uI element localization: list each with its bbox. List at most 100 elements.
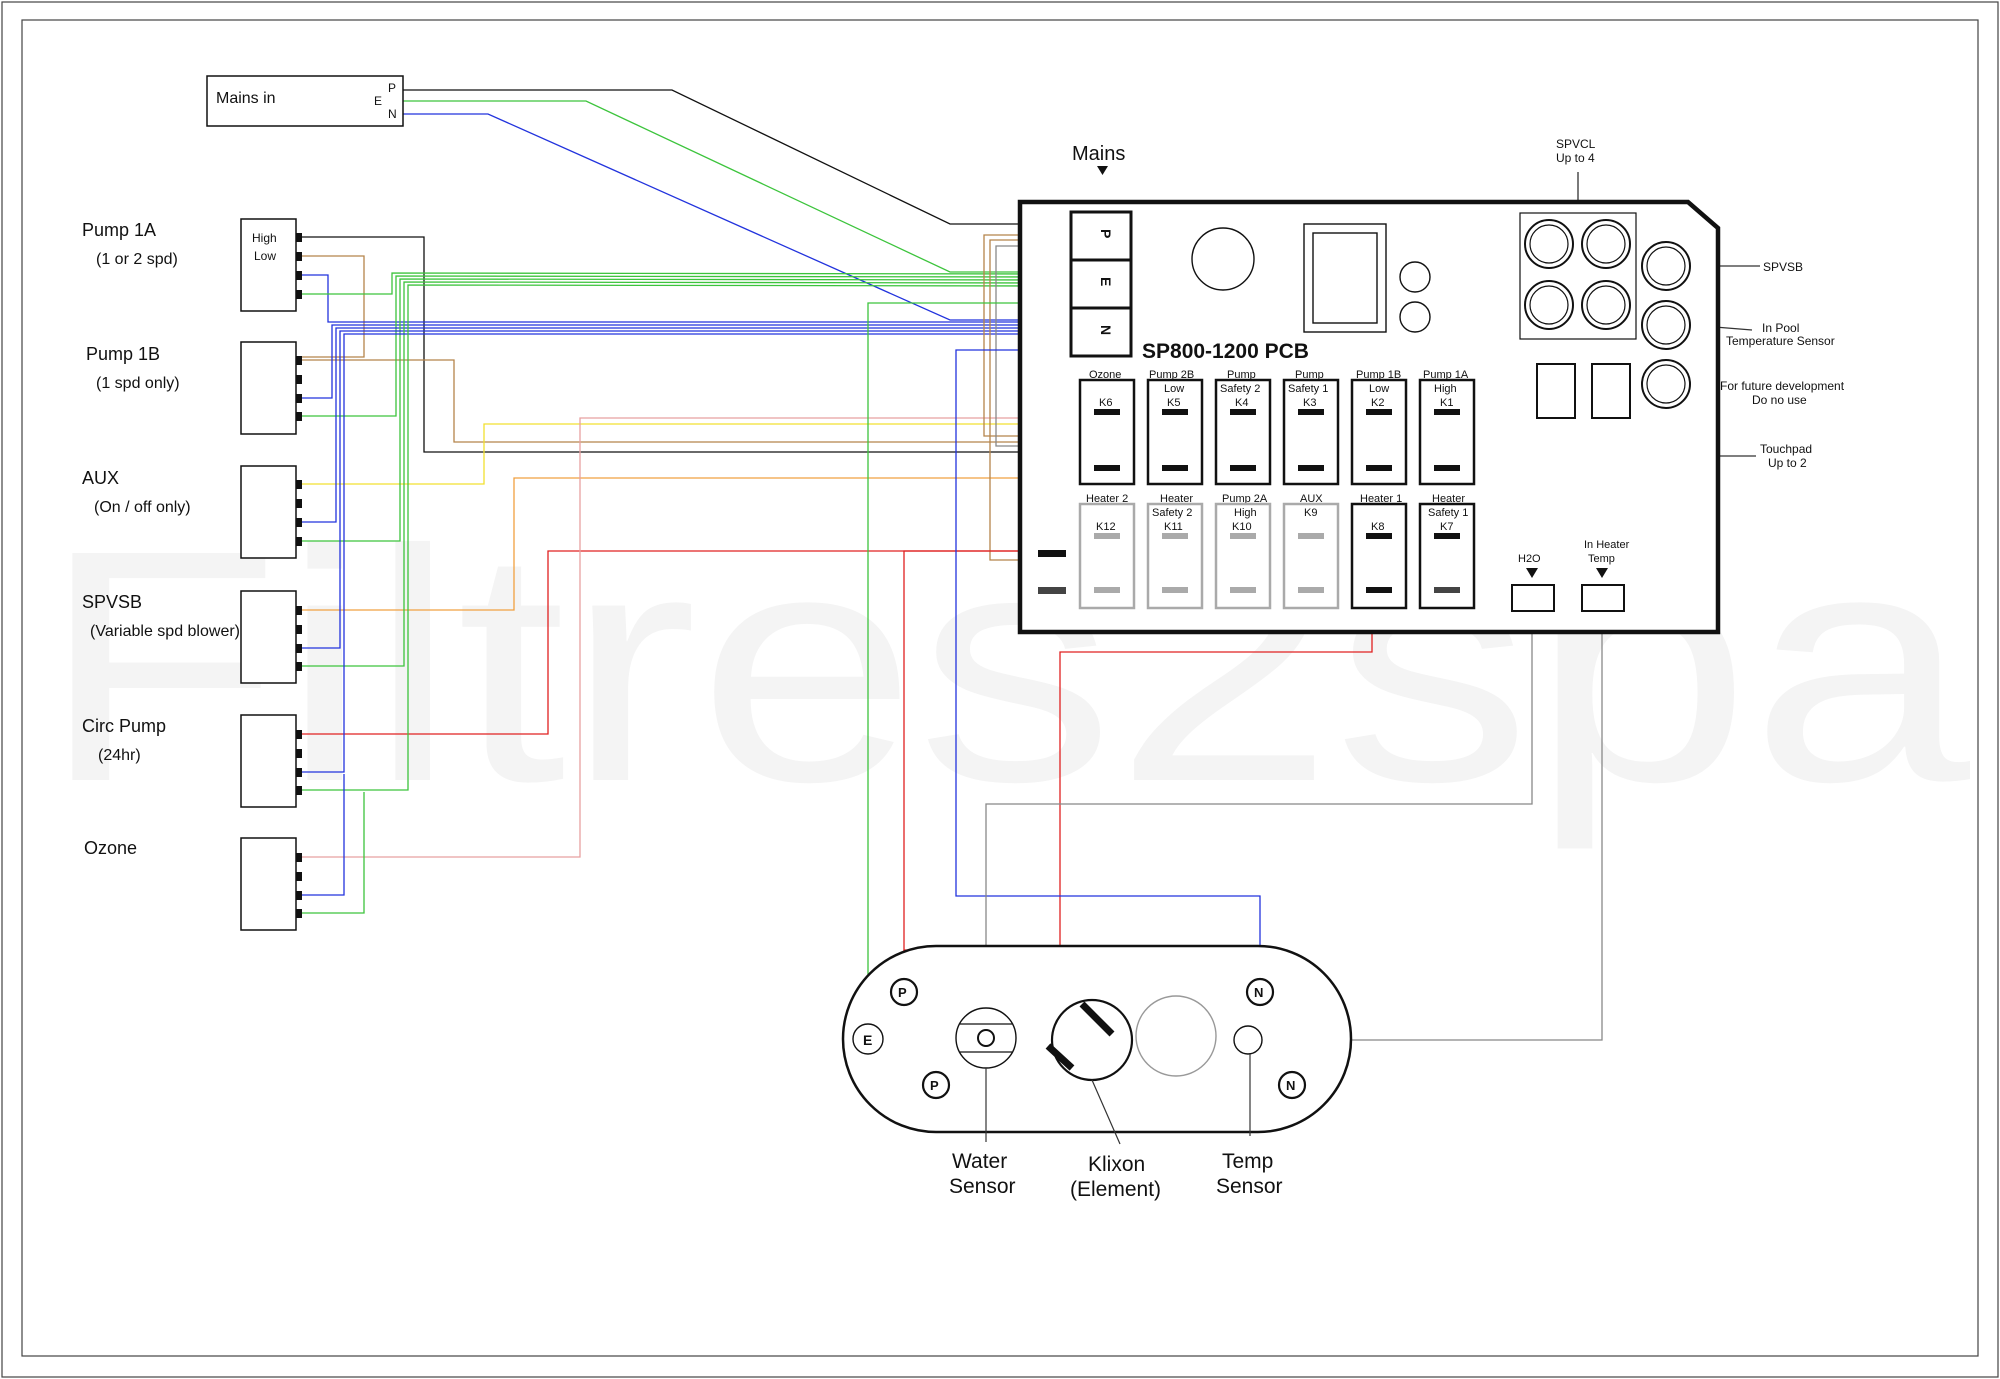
water-sensor-center (977, 1029, 995, 1047)
device-aux: AUX (On / off only) (82, 465, 302, 559)
device-pump-1b: Pump 1B (1 spd only) (86, 341, 302, 435)
pcb-terminal-p: P (1098, 229, 1114, 238)
relay-k-label: K9 (1304, 507, 1317, 519)
device-note: (Variable spd blower) (90, 623, 240, 640)
wire-heater-neutral (955, 349, 1261, 976)
relay-k-label: K10 (1232, 521, 1252, 533)
temp-sensor-label-1: Temp (1222, 1150, 1273, 1173)
relay-mid-label: Safety 2 (1220, 383, 1260, 395)
wire-aux-e (300, 278, 1071, 542)
relay-k-label: K5 (1167, 397, 1180, 409)
relay-k10: Pump 2A High K10 (1214, 493, 1272, 610)
device-name: SPVSB (82, 592, 142, 612)
heater-terminal-p-top-label: P (898, 985, 907, 1000)
relay-k5: Pump 2B Low K5 (1146, 369, 1204, 486)
relay-label: Heater (1160, 493, 1193, 505)
wire-ozone-phase (300, 417, 1108, 858)
relay-k9: AUX K9 (1282, 493, 1340, 610)
wire-mains-phase (403, 89, 1070, 225)
device-note: (24hr) (98, 747, 141, 764)
wire-pump1b-e (300, 275, 1071, 417)
klixon-label-2: (Element) (1070, 1178, 1161, 1201)
pcb-title: SP800-1200 PCB (1142, 340, 1309, 363)
klixon-contact (1079, 1001, 1115, 1037)
future-port (1641, 359, 1691, 409)
relay-mid-label: Low (1369, 383, 1389, 395)
wire-pump1a-n (300, 274, 1070, 323)
water-sensor-label-1: Water (952, 1150, 1007, 1173)
mains-in-label: Mains in (216, 90, 276, 107)
spvcl-label-2: Up to 4 (1556, 151, 1595, 165)
heater-terminal-n-top-label: N (1254, 985, 1263, 1000)
mains-in-block: Mains in P E N (206, 75, 404, 127)
relay-label: Ozone (1089, 369, 1121, 381)
pcb-board: Mains P E N SP800-1200 PCB SPVCL Up to 4 (1017, 137, 1845, 635)
heater-terminal-p-bottom (921, 1070, 951, 1100)
wire-heater-earth (867, 302, 1070, 1030)
future-label-2: Do no use (1752, 393, 1807, 407)
temp-sensor-label-2: Sensor (1216, 1175, 1283, 1198)
pcb-capacitor (1191, 227, 1255, 291)
relay-label: AUX (1300, 493, 1323, 505)
klixon-contact (1045, 1043, 1075, 1071)
relay-k-label: K4 (1235, 397, 1248, 409)
pcb-fuse-2 (1399, 301, 1431, 333)
mains-arrow (1097, 166, 1108, 175)
heater-terminal-p-bottom-label: P (930, 1078, 939, 1093)
device-spvsb: SPVSB (Variable spd blower) (82, 590, 302, 684)
h2o-connector: H2O (1511, 553, 1555, 612)
wire-spvsb-e (300, 281, 1071, 667)
wire-aux-n (300, 327, 1070, 523)
pcb-transformer-inner (1312, 232, 1378, 324)
wire-mains-earth (403, 100, 1070, 273)
heater-terminal-n-bottom-label: N (1286, 1078, 1295, 1093)
wire-circ-phase (300, 550, 1052, 735)
device-name: AUX (82, 468, 119, 488)
pcb-mains-terminals: P E N (1069, 210, 1133, 358)
wire-temp-sensor (1264, 614, 1603, 1041)
wire-circ-e (300, 284, 1071, 791)
relay-k4: Pump Safety 2 K4 (1214, 369, 1272, 486)
touchpad-port (1536, 363, 1576, 419)
spvcl-port (1524, 280, 1574, 330)
wire-circ-n (300, 333, 1070, 773)
future-label-1: For future development (1720, 379, 1845, 393)
wire-ozone-n (300, 774, 345, 896)
relay-k-label: K12 (1096, 521, 1116, 533)
device-pump-1a: Pump 1A (1 or 2 spd) High Low (82, 218, 302, 312)
relay-row-top: Ozone K6 Pump 2B Low K5 Pump Safety 2 K4 (1078, 369, 1476, 486)
klixon-label-1: Klixon (1088, 1153, 1145, 1176)
relay-k6: Ozone K6 (1078, 369, 1136, 486)
box-label-low: Low (254, 249, 276, 263)
relay-row-bottom: Heater 2 K12 Heater Safety 2 K11 Pump 2A… (1078, 493, 1476, 610)
relay-mid-label: Safety 2 (1152, 507, 1192, 519)
in-pool-label-1: In Pool (1762, 321, 1799, 335)
device-list: Pump 1A (1 or 2 spd) High Low Pump 1B (1… (82, 218, 302, 931)
relay-k3: Pump Safety 1 K3 (1282, 369, 1340, 486)
device-note: (1 spd only) (96, 375, 180, 392)
relay-k-label: K6 (1099, 397, 1112, 409)
wire-h2o-sensor (985, 614, 1533, 1036)
relay-k7: Heater Safety 1 K7 (1418, 493, 1476, 610)
device-name: Pump 1A (82, 220, 156, 240)
temp-sensor-body (1233, 1025, 1263, 1055)
device-name: Circ Pump (82, 716, 166, 736)
heater-terminal-n-top (1245, 977, 1275, 1007)
relay-k-label: K1 (1440, 397, 1453, 409)
water-sensor-label-2: Sensor (949, 1175, 1016, 1198)
relay-k1: Pump 1A High K1 (1418, 369, 1476, 486)
in-pool-label-2: Temperature Sensor (1726, 334, 1835, 348)
relay-label: Heater 1 (1360, 493, 1402, 505)
relay-label: Heater 2 (1086, 493, 1128, 505)
heater-temp-connector: In Heater Temp (1581, 539, 1630, 612)
relay-k-label: K3 (1303, 397, 1316, 409)
relay-k-label: K8 (1371, 521, 1384, 533)
spvcl-port (1524, 219, 1574, 269)
relay-k8: Heater 1 K8 (1350, 493, 1408, 610)
relay-label: Pump (1227, 369, 1256, 381)
heater-terminal-n-bottom (1277, 1070, 1307, 1100)
relay-k-label: K11 (1164, 521, 1183, 533)
relay-mid-label: Safety 1 (1288, 383, 1328, 395)
spvsb-port-label: SPVSB (1763, 260, 1803, 274)
mains-in-terminal-e: E (374, 94, 382, 108)
